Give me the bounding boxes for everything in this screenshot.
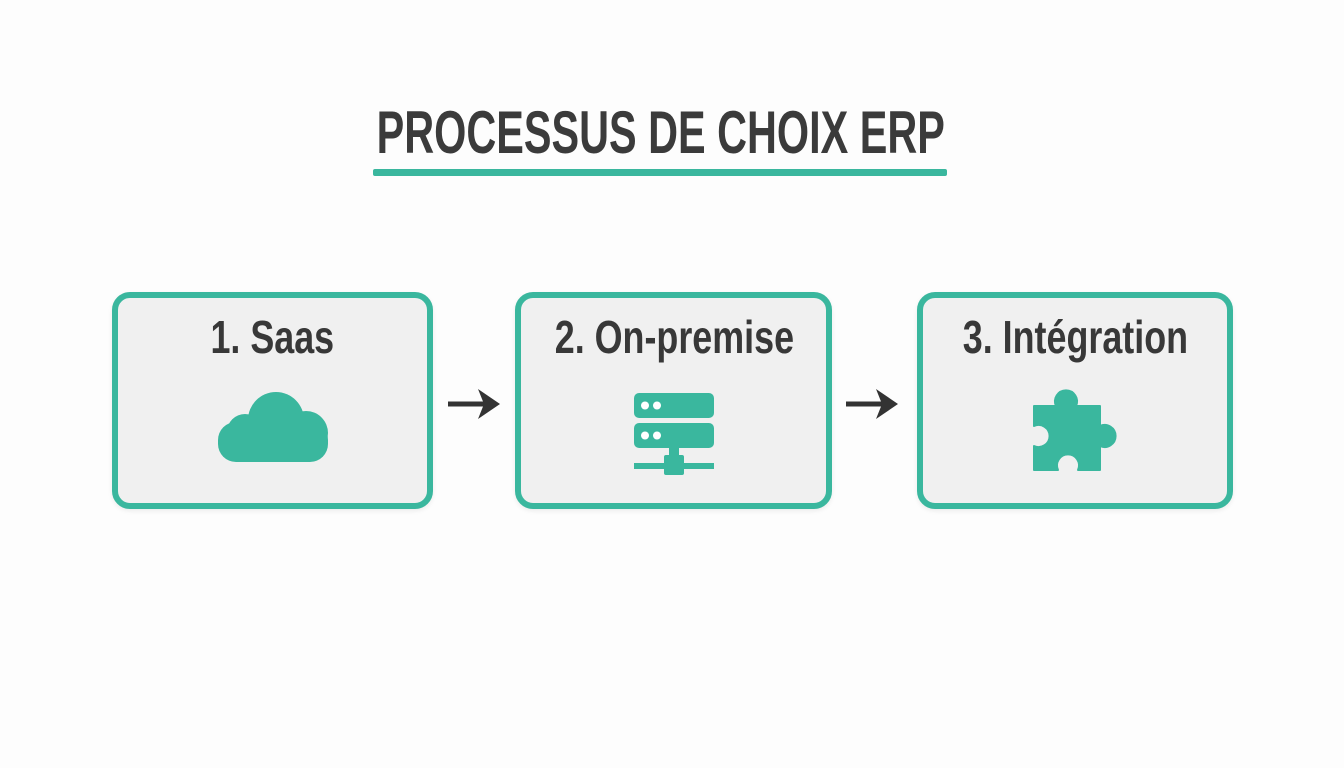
title-underline [373,169,947,176]
page-title: PROCESSUS DE CHOIX ERP [0,103,1322,163]
arrow-right-icon [846,389,898,419]
step-card-integration: 3. Intégration [917,292,1233,509]
puzzle-piece-icon [1032,388,1118,472]
page-title-text: PROCESSUS DE CHOIX ERP [376,99,946,166]
step-card-saas: 1. Saas [112,292,433,509]
step-label-text: 2. On-premise [554,311,795,363]
arrow-right-icon [448,389,500,419]
step-label-text: 3. Intégration [962,311,1188,363]
step-card-on-premise: 2. On-premise [515,292,832,509]
cloud-icon [217,392,328,462]
step-label: 3. Intégration [923,314,1227,360]
step-label: 2. On-premise [521,314,826,360]
step-label: 1. Saas [118,314,427,360]
server-icon [633,393,714,475]
step-label-text: 1. Saas [210,311,335,363]
